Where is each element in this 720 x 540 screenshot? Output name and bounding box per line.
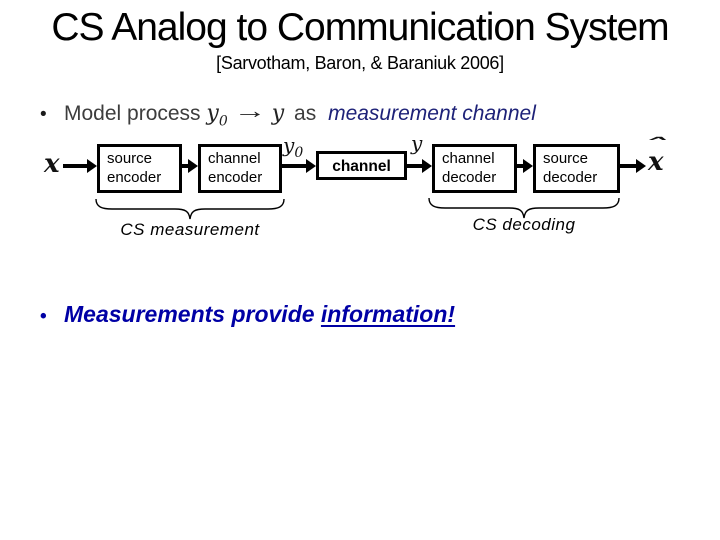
arrow-decoder-to-xhat (620, 159, 646, 173)
cs-decoding-label: CS decoding (472, 215, 576, 234)
source-encoder-box: source encoder (97, 144, 182, 193)
input-math-x: x (44, 149, 60, 179)
right-arrow-icon: → (233, 98, 267, 123)
math-y: y (271, 101, 285, 126)
arrow-source-to-channel-encoder (181, 159, 198, 173)
label-y0: y0 (283, 133, 303, 161)
label-y0-sub: 0 (294, 145, 304, 161)
arrow-encoder-to-channel (281, 159, 316, 173)
label-y0-base: y (283, 133, 295, 157)
cs-measurement-brace (95, 198, 285, 220)
block-diagram: x source encoder channel encoder y0 chan… (0, 131, 720, 255)
channel-box: channel (316, 151, 407, 180)
label-y: y (411, 131, 423, 155)
math-y0-base: y (206, 101, 219, 126)
citation: [Sarvotham, Baron, & Baraniuk 2006] (216, 53, 504, 73)
math-y0: y0 (206, 101, 228, 130)
arrow-channel-to-decoder (407, 159, 432, 173)
bullet-icon: • (40, 104, 47, 125)
hat-icon: ˆ (644, 135, 668, 156)
cs-decoding-brace (428, 197, 620, 219)
bullet-measurements: • Measurements provide information! (40, 301, 455, 328)
bullet1-emphasis: measurement channel (328, 102, 536, 125)
output-math-x-base: x (648, 147, 664, 177)
arrow-x-to-source-encoder (63, 159, 97, 173)
bullet2-underlined: information! (320, 301, 456, 327)
bullet1-text: Model process (64, 102, 201, 125)
channel-decoder-box: channel decoder (432, 144, 517, 193)
bullet-model-process: •Model process y0→y as measurement chann… (40, 98, 536, 130)
cs-measurement-label: CS measurement (120, 220, 260, 239)
source-decoder-box: source decoder (533, 144, 620, 193)
bullet1-as: as (294, 102, 317, 125)
bullet-icon: • (40, 306, 47, 327)
slide-title: CS Analog to Communication System (51, 6, 669, 49)
channel-encoder-box: channel encoder (198, 144, 282, 193)
arrow-channel-to-source-decoder (516, 159, 533, 173)
math-y0-sub: 0 (218, 113, 228, 130)
bullet2-text: Measurements provide (64, 301, 321, 327)
